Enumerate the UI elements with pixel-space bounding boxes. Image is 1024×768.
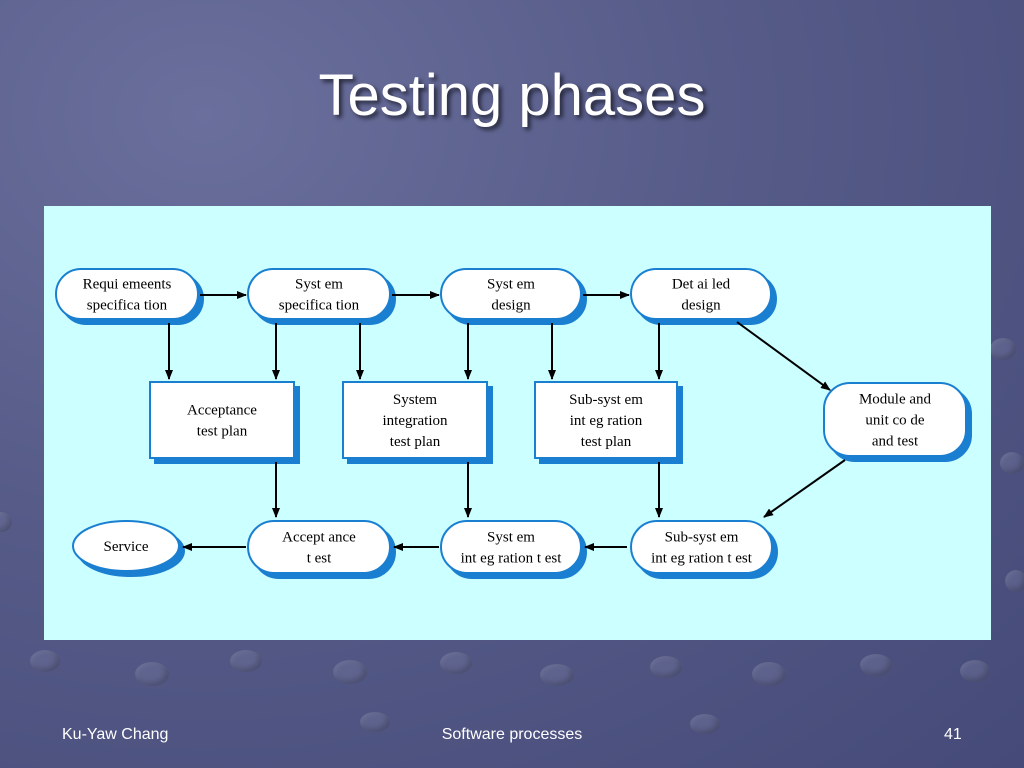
node-label-line: int eg ration t est [461, 551, 563, 567]
subsys-int-test-node: Sub-syst em int eg ration t est [630, 520, 778, 579]
background-dot [333, 660, 367, 684]
node-label-line: Det ai led [672, 277, 731, 293]
page-number: 41 [944, 726, 962, 743]
node-label-line: test plan [197, 424, 248, 440]
node-label-line: Accept ance [282, 530, 356, 546]
node-label-line: test plan [581, 434, 632, 450]
background-dot [540, 664, 574, 686]
node-label-line: test plan [390, 434, 441, 450]
background-dot [960, 660, 990, 682]
service-node: Service [72, 520, 185, 577]
subsys-int-plan-node: Sub-syst em int eg ration test plan [534, 381, 683, 464]
acceptance-test-node: Accept ance t est [247, 520, 396, 579]
node-label-line: int eg ration [570, 413, 643, 429]
background-dot [440, 652, 472, 674]
background-dot [0, 512, 12, 532]
node-label-line: Syst em [487, 277, 535, 293]
node-label-line: Requi emeents [83, 277, 172, 293]
node-label-line: Syst em [295, 277, 343, 293]
node-label-line: design [681, 298, 721, 314]
node-label-line: unit co de [865, 413, 924, 429]
node-label-line: int eg ration t est [651, 551, 753, 567]
sys-spec-node: Syst em specifica tion [247, 268, 396, 325]
node-label-line: System [393, 392, 438, 408]
node-label-line: Sub-syst em [665, 530, 739, 546]
node-label-line: Sub-syst em [569, 392, 643, 408]
node-label-line: and test [872, 434, 919, 450]
node-label-line: Module and [859, 392, 932, 408]
node-label-line: Syst em [487, 530, 535, 546]
footer-topic: Software processes [441, 726, 583, 743]
req-spec-node: Requi emeents specifica tion [55, 268, 204, 325]
sys-design-node: Syst em design [440, 268, 587, 325]
background-dot [752, 662, 786, 686]
slide-title: Testing phases [318, 63, 706, 128]
background-dot [860, 654, 892, 676]
module-unit-node: Module and unit co de and test [823, 382, 972, 462]
background-dot [230, 650, 262, 672]
background-dot [30, 650, 60, 672]
node-label-line: integration [383, 413, 448, 429]
sys-int-test-node: Syst em int eg ration t est [440, 520, 587, 579]
background-dot [135, 662, 169, 686]
acceptance-plan-node: Acceptance test plan [149, 381, 300, 464]
background-dot [690, 714, 720, 734]
sys-int-plan-node: System integration test plan [342, 381, 493, 464]
background-dot [650, 656, 682, 678]
node-label-line: design [491, 298, 531, 314]
node-label-line: Service [104, 539, 149, 555]
node-label-line: specifica tion [87, 298, 168, 314]
background-dot [360, 712, 390, 732]
node-label-line: Acceptance [187, 403, 257, 419]
background-dot [1000, 452, 1024, 474]
flow-arrow [763, 459, 846, 518]
background-dot [1005, 570, 1024, 592]
footer-author: Ku-Yaw Chang [62, 726, 169, 743]
detailed-design-node: Det ai led design [630, 268, 777, 325]
flow-arrow [736, 321, 831, 391]
node-label-line: specifica tion [279, 298, 360, 314]
background-dot [990, 338, 1016, 360]
node-label-line: t est [307, 551, 332, 567]
